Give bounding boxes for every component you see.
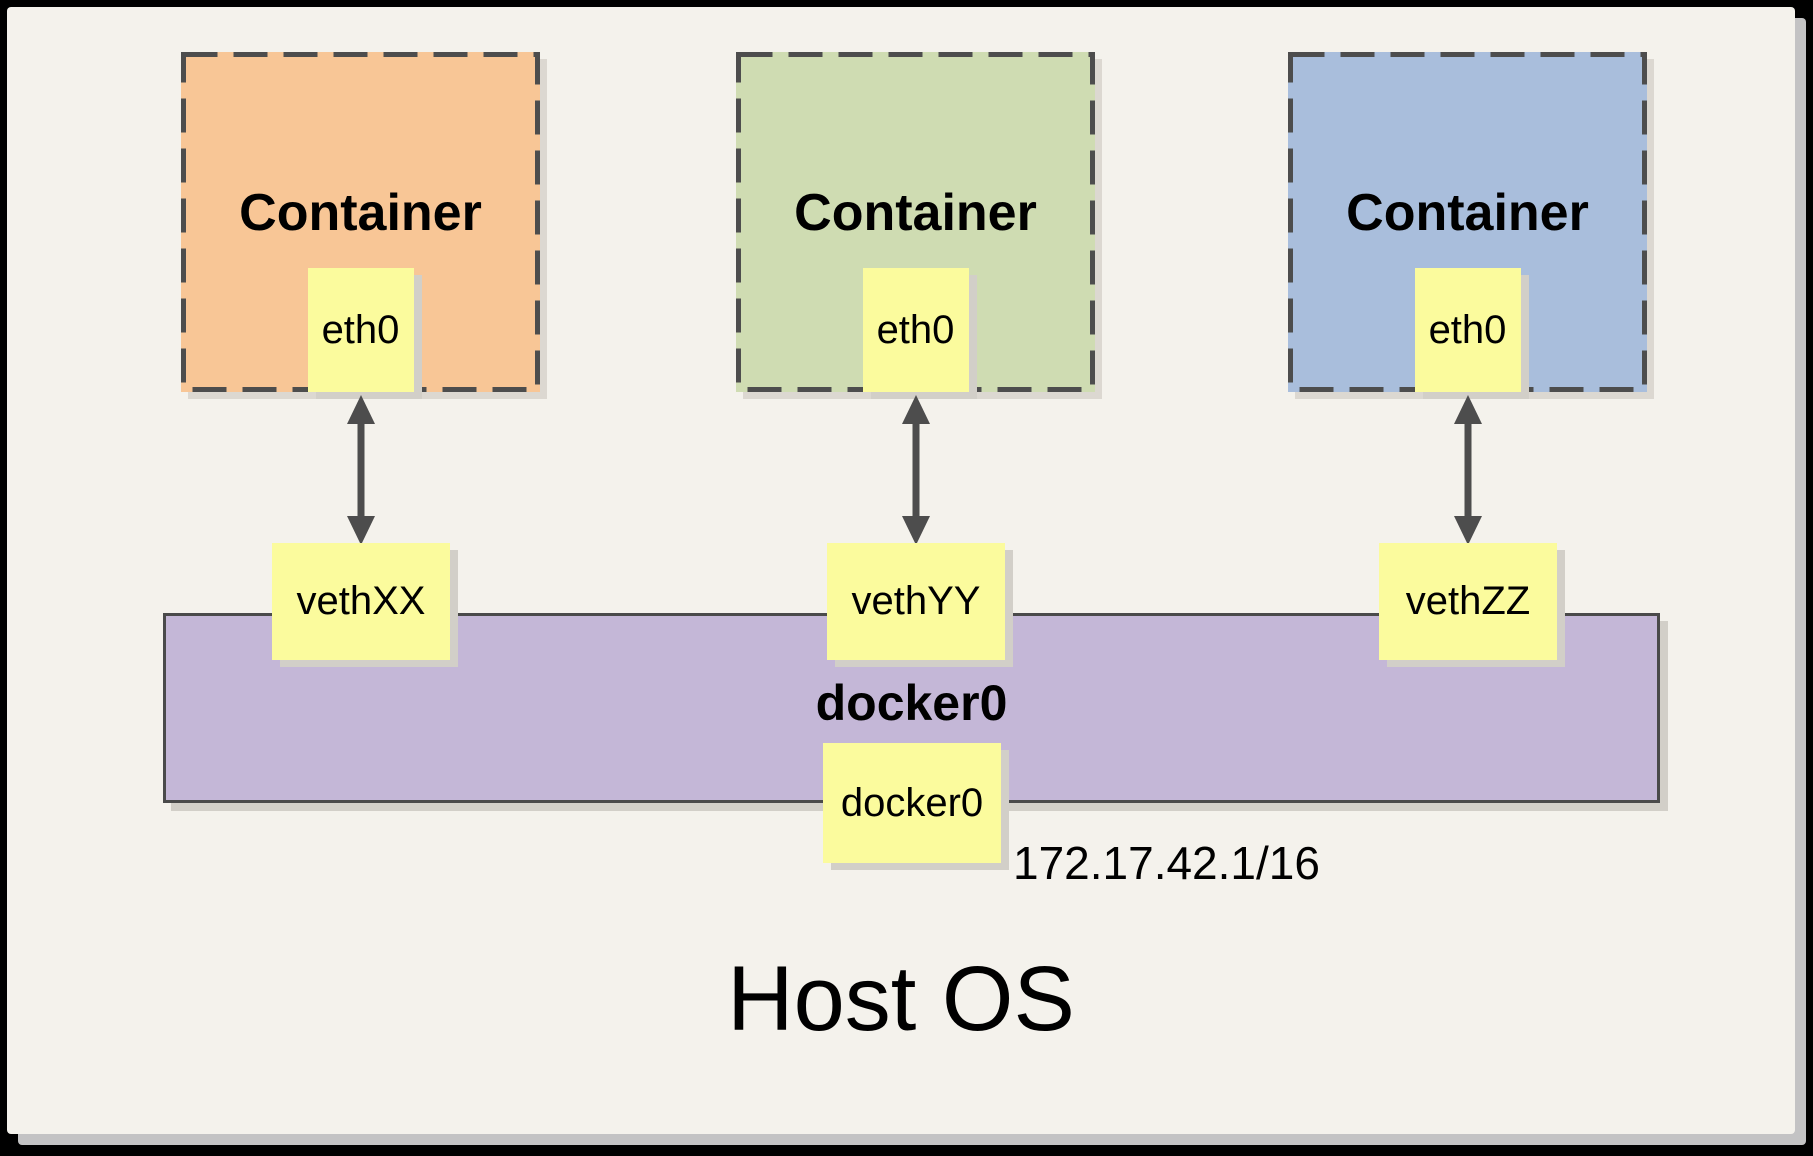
vethYY-box: vethYY bbox=[827, 543, 1005, 660]
docker0-bridge-label: docker0 bbox=[815, 675, 1008, 731]
bridge-ip-address: 172.17.42.1/16 bbox=[1013, 837, 1320, 889]
container-box-3: Container eth0 bbox=[1288, 52, 1647, 392]
container-title: Container bbox=[239, 184, 482, 242]
veth-connection-arrow-2 bbox=[902, 395, 930, 545]
docker0-interface-box: docker0 bbox=[823, 743, 1001, 863]
vethZZ-box: vethZZ bbox=[1379, 543, 1557, 660]
host-os-card: Container eth0 Container eth0 Container … bbox=[7, 7, 1795, 1134]
container-box-2: Container eth0 bbox=[736, 52, 1095, 392]
eth0-interface-box-1: eth0 bbox=[307, 268, 414, 392]
vethXX-box: vethXX bbox=[272, 543, 450, 660]
container-title: Container bbox=[1346, 184, 1589, 242]
veth-connection-arrow-1 bbox=[347, 395, 375, 545]
eth0-interface-box-2: eth0 bbox=[862, 268, 969, 392]
container-box-1: Container eth0 bbox=[181, 52, 540, 392]
veth-connection-arrow-3 bbox=[1454, 395, 1482, 545]
host-os-title: Host OS bbox=[727, 948, 1075, 1050]
container-title: Container bbox=[794, 184, 1037, 242]
eth0-interface-box-3: eth0 bbox=[1414, 268, 1521, 392]
